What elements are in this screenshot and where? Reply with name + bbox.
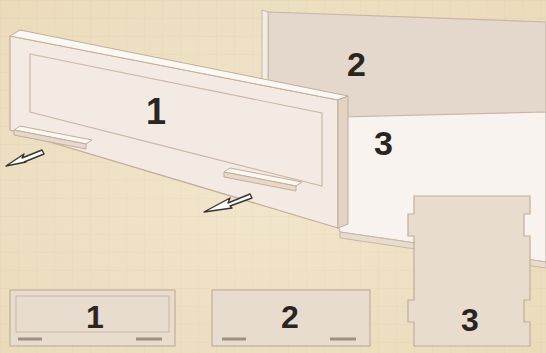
part-number: 1 (146, 94, 166, 130)
flat-piece (10, 290, 175, 346)
flat-piece (212, 290, 370, 346)
part-number: 1 (86, 301, 104, 333)
tab-edge (14, 130, 86, 149)
pull-arrow (204, 194, 252, 212)
front-panel-inset (30, 54, 322, 186)
front-panel-side-edge (338, 96, 348, 228)
flat-piece (408, 196, 530, 346)
flat-piece-inset (16, 296, 169, 332)
tab-edge (224, 172, 296, 191)
slot-mark (330, 338, 356, 341)
part-number: 2 (281, 301, 299, 333)
slot-mark (222, 338, 246, 341)
slot-mark (18, 338, 42, 341)
part-number: 3 (374, 126, 393, 160)
slot-mark (136, 338, 162, 341)
pull-arrow (6, 150, 44, 166)
part-number: 3 (461, 304, 479, 336)
front-panel-top-edge (10, 30, 348, 100)
part-number: 2 (347, 47, 366, 81)
